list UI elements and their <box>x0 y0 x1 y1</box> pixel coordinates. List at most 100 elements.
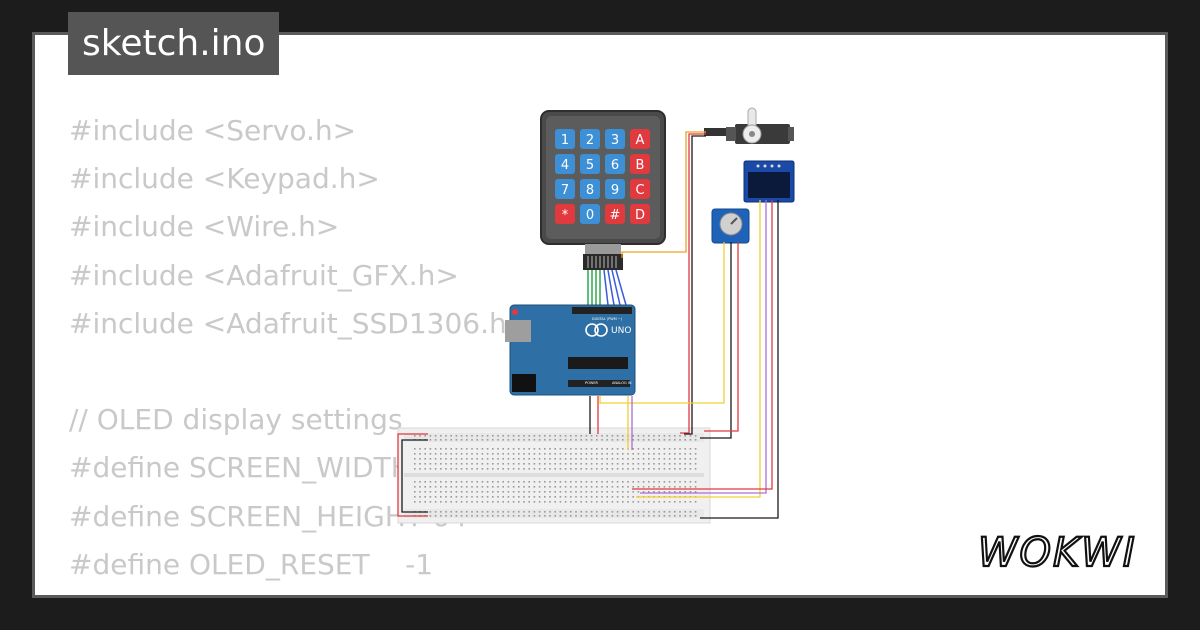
breadboard-hole <box>414 501 416 503</box>
breadboard-hole <box>466 468 468 470</box>
breadboard-hole <box>455 458 458 460</box>
breadboard-hole <box>585 458 588 460</box>
breadboard-hole <box>497 481 499 483</box>
breadboard-hole <box>455 515 458 517</box>
breadboard-hole <box>663 463 666 465</box>
breadboard-hole <box>445 458 447 460</box>
breadboard-hole <box>590 463 593 465</box>
keypad-wires <box>587 269 627 306</box>
breadboard-hole <box>538 439 541 441</box>
breadboard-hole <box>507 486 510 488</box>
breadboard-hole <box>585 515 588 517</box>
breadboard[interactable] <box>397 427 711 524</box>
breadboard-hole <box>512 511 515 513</box>
code-editor[interactable]: #include <Servo.h>#include <Keypad.h>#in… <box>69 107 1165 595</box>
potentiometer[interactable] <box>711 208 750 244</box>
breadboard-hole <box>653 486 655 488</box>
breadboard-hole <box>658 501 660 503</box>
breadboard-hole <box>471 468 473 470</box>
breadboard-hole <box>419 468 421 470</box>
keypad-key[interactable]: D <box>630 204 650 224</box>
breadboard-hole <box>632 435 634 437</box>
breadboard-hole <box>627 501 629 503</box>
breadboard-hole <box>689 435 692 437</box>
servo-motor[interactable] <box>704 107 794 144</box>
keypad-key[interactable]: 9 <box>605 179 625 199</box>
breadboard-hole <box>429 439 432 441</box>
breadboard-hole <box>616 486 619 488</box>
breadboard-hole <box>523 491 525 493</box>
breadboard-hole <box>455 486 458 488</box>
keypad-key[interactable]: 8 <box>580 179 600 199</box>
breadboard-hole <box>445 435 447 437</box>
breadboard-hole <box>554 515 556 517</box>
breadboard-hole <box>585 501 588 503</box>
breadboard-hole <box>653 435 655 437</box>
breadboard-hole <box>450 501 452 503</box>
breadboard-hole <box>544 453 546 455</box>
keypad-key[interactable]: C <box>630 179 650 199</box>
breadboard-hole <box>507 453 510 455</box>
breadboard-hole <box>632 501 634 503</box>
keypad-key[interactable]: 2 <box>580 129 600 149</box>
keypad-key[interactable]: # <box>605 204 625 224</box>
keypad-key[interactable]: 5 <box>580 154 600 174</box>
breadboard-hole <box>653 491 655 493</box>
breadboard-hole <box>528 468 530 470</box>
breadboard-hole <box>424 501 426 503</box>
breadboard-hole <box>450 448 452 450</box>
breadboard-hole <box>601 496 603 498</box>
keypad-key[interactable]: * <box>555 204 575 224</box>
breadboard-hole <box>466 515 468 517</box>
breadboard-hole <box>471 481 473 483</box>
keypad-key[interactable]: 1 <box>555 129 575 149</box>
breadboard-hole <box>689 463 692 465</box>
breadboard-hole <box>653 501 655 503</box>
oled-display[interactable] <box>743 160 795 203</box>
breadboard-hole <box>674 515 676 517</box>
breadboard-hole <box>590 468 593 470</box>
breadboard-hole <box>694 501 697 503</box>
breadboard-hole <box>502 435 504 437</box>
breadboard-hole <box>414 448 416 450</box>
breadboard-hole <box>601 515 603 517</box>
breadboard-hole <box>642 458 645 460</box>
keypad-key[interactable]: 4 <box>555 154 575 174</box>
breadboard-hole <box>689 481 692 483</box>
keypad-key-cap <box>605 154 625 174</box>
filename-tab[interactable]: sketch.ino <box>68 12 280 75</box>
keypad-key[interactable]: A <box>630 129 650 149</box>
breadboard-hole <box>627 468 629 470</box>
breadboard-hole <box>648 448 650 450</box>
breadboard-hole <box>419 448 421 450</box>
breadboard-hole <box>575 481 577 483</box>
breadboard-hole <box>476 439 478 441</box>
breadboard-hole <box>637 501 640 503</box>
keypad-key[interactable]: 0 <box>580 204 600 224</box>
breadboard-hole <box>523 448 525 450</box>
breadboard-hole <box>466 501 468 503</box>
breadboard-hole <box>564 458 567 460</box>
keypad-key[interactable]: 7 <box>555 179 575 199</box>
breadboard-hole <box>440 458 442 460</box>
breadboard-hole <box>648 458 650 460</box>
keypad-key[interactable]: 6 <box>605 154 625 174</box>
keypad-key-cap <box>630 129 650 149</box>
breadboard-hole <box>424 463 426 465</box>
breadboard-hole <box>471 496 473 498</box>
breadboard-hole <box>658 491 660 493</box>
breadboard-hole <box>523 481 525 483</box>
keypad-key[interactable]: 3 <box>605 129 625 149</box>
breadboard-hole <box>694 463 697 465</box>
breadboard-hole <box>507 481 510 483</box>
breadboard-hole <box>476 496 478 498</box>
breadboard-hole <box>611 463 614 465</box>
keypad-key[interactable]: B <box>630 154 650 174</box>
breadboard-hole <box>445 481 447 483</box>
arduino-uno[interactable]: UNO DIGITAL (PWM ~) ANALOG IN POWER <box>505 304 636 396</box>
breadboard-hole <box>460 458 463 460</box>
breadboard-hole <box>523 486 525 488</box>
breadboard-hole <box>523 453 525 455</box>
breadboard-hole <box>502 511 504 513</box>
